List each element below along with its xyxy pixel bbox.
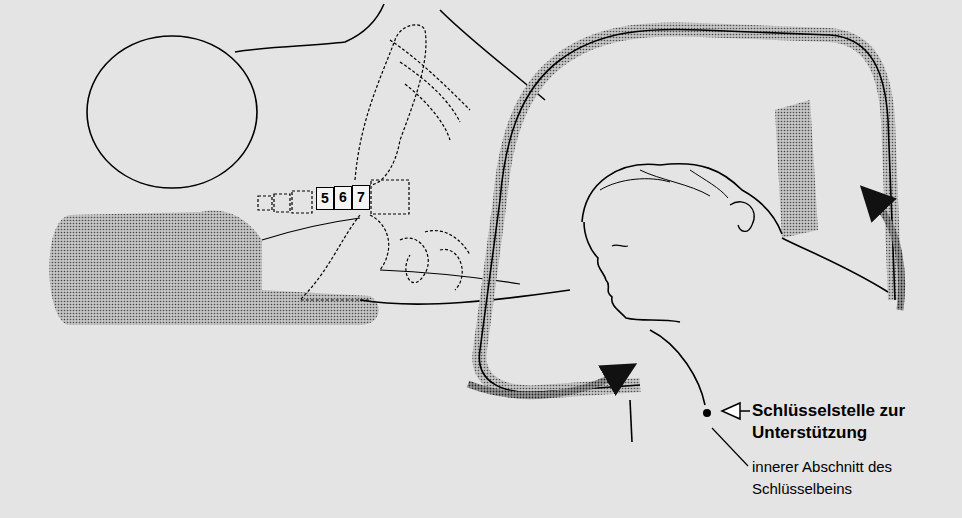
face-profile bbox=[584, 222, 680, 322]
hair-strands bbox=[600, 170, 728, 198]
clavicle bbox=[370, 215, 389, 270]
rotation-arrow bbox=[872, 198, 902, 310]
callout-note: innerer Abschnitt des Schlüsselbeins bbox=[752, 456, 894, 500]
vertebra-number: 6 bbox=[335, 187, 351, 208]
sternum bbox=[300, 215, 370, 300]
neck-roll-pillow bbox=[49, 210, 378, 325]
leader-line bbox=[712, 428, 748, 466]
hair-outline bbox=[582, 164, 782, 234]
rib bbox=[440, 249, 462, 290]
callout-title: Schlüsselstelle zur Unterstützung bbox=[752, 400, 942, 444]
pillow-crease bbox=[775, 100, 818, 238]
vertebra bbox=[292, 191, 312, 213]
rib bbox=[425, 231, 470, 255]
head-outline bbox=[87, 36, 257, 188]
vertebra bbox=[371, 180, 409, 214]
pillow-outline bbox=[479, 29, 895, 392]
pointer-line bbox=[740, 410, 750, 412]
vertebra bbox=[274, 194, 290, 212]
ear bbox=[730, 202, 754, 232]
closed-eye bbox=[612, 245, 628, 246]
scapula-line bbox=[405, 84, 450, 140]
vertebra-box: 6 bbox=[334, 186, 352, 210]
pointer-triangle bbox=[722, 403, 740, 419]
support-arrow bbox=[468, 372, 622, 395]
vertebra-number: 7 bbox=[353, 186, 369, 208]
vertebra-number: 5 bbox=[317, 188, 333, 208]
body-line bbox=[380, 270, 520, 284]
neck-outline bbox=[235, 4, 384, 52]
scapula-line bbox=[400, 62, 460, 122]
vertebra bbox=[258, 196, 272, 210]
spine-skeleton bbox=[258, 25, 470, 300]
neck-front bbox=[650, 330, 705, 405]
scapula-line bbox=[390, 40, 470, 110]
vertebra-box: 5 bbox=[316, 187, 334, 210]
back-outline bbox=[782, 238, 888, 292]
support-point bbox=[703, 409, 711, 417]
pillow-shading bbox=[479, 29, 895, 392]
chest-outline bbox=[360, 290, 570, 304]
chest-line bbox=[630, 400, 632, 442]
vertebra-box: 7 bbox=[352, 185, 370, 210]
rib bbox=[400, 238, 428, 283]
scapula bbox=[355, 25, 426, 185]
